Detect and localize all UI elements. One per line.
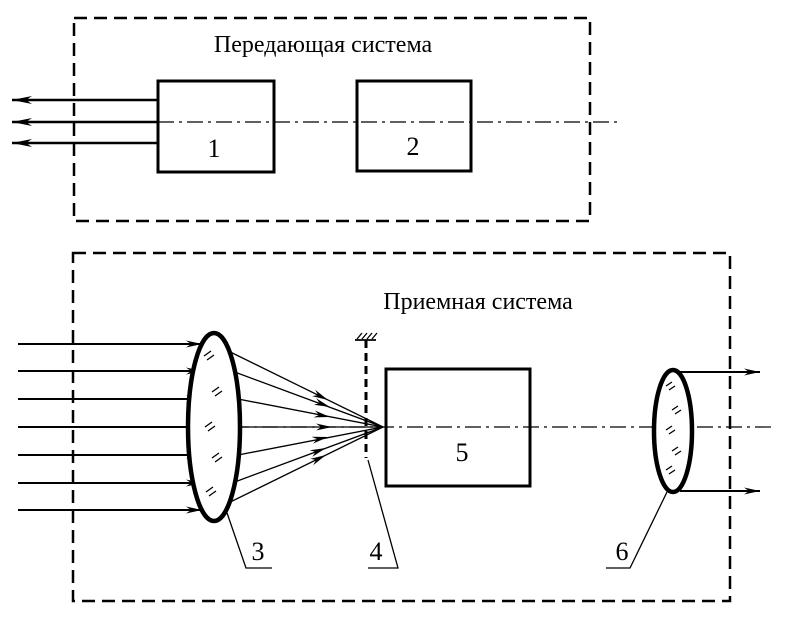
block-5: 5	[384, 367, 532, 488]
block-1-label: 1	[208, 134, 221, 163]
lens-3	[185, 330, 243, 524]
converging-ray	[237, 398, 384, 428]
block-1: 1	[156, 79, 276, 174]
incoming-beams	[18, 340, 202, 514]
callout-3: 3	[225, 509, 272, 569]
ray-arrowheads	[213, 343, 332, 511]
block-5-label: 5	[456, 438, 469, 467]
ground-hatching	[356, 332, 378, 340]
lens-6-hatching	[665, 381, 682, 475]
receiver-title: Приемная система	[383, 289, 573, 315]
callout-3-label: 3	[252, 537, 265, 566]
callout-6-label: 6	[616, 537, 629, 566]
callout-4-label: 4	[370, 537, 383, 566]
lens-6	[651, 367, 695, 495]
converging-ray	[237, 426, 384, 456]
transmitter-system: Передающая система 1 2	[12, 16, 620, 223]
callout-4: 4	[367, 459, 399, 569]
converging-ray	[231, 370, 384, 428]
diaphragm-4	[355, 332, 378, 458]
converging-ray	[231, 426, 384, 484]
transmitter-title: Передающая система	[214, 32, 433, 58]
block-2: 2	[355, 79, 473, 173]
lens-3-hatching	[203, 350, 223, 497]
receiver-system: Приемная система	[18, 251, 775, 603]
callout-6: 6	[606, 491, 668, 569]
block-2-label: 2	[407, 132, 420, 161]
